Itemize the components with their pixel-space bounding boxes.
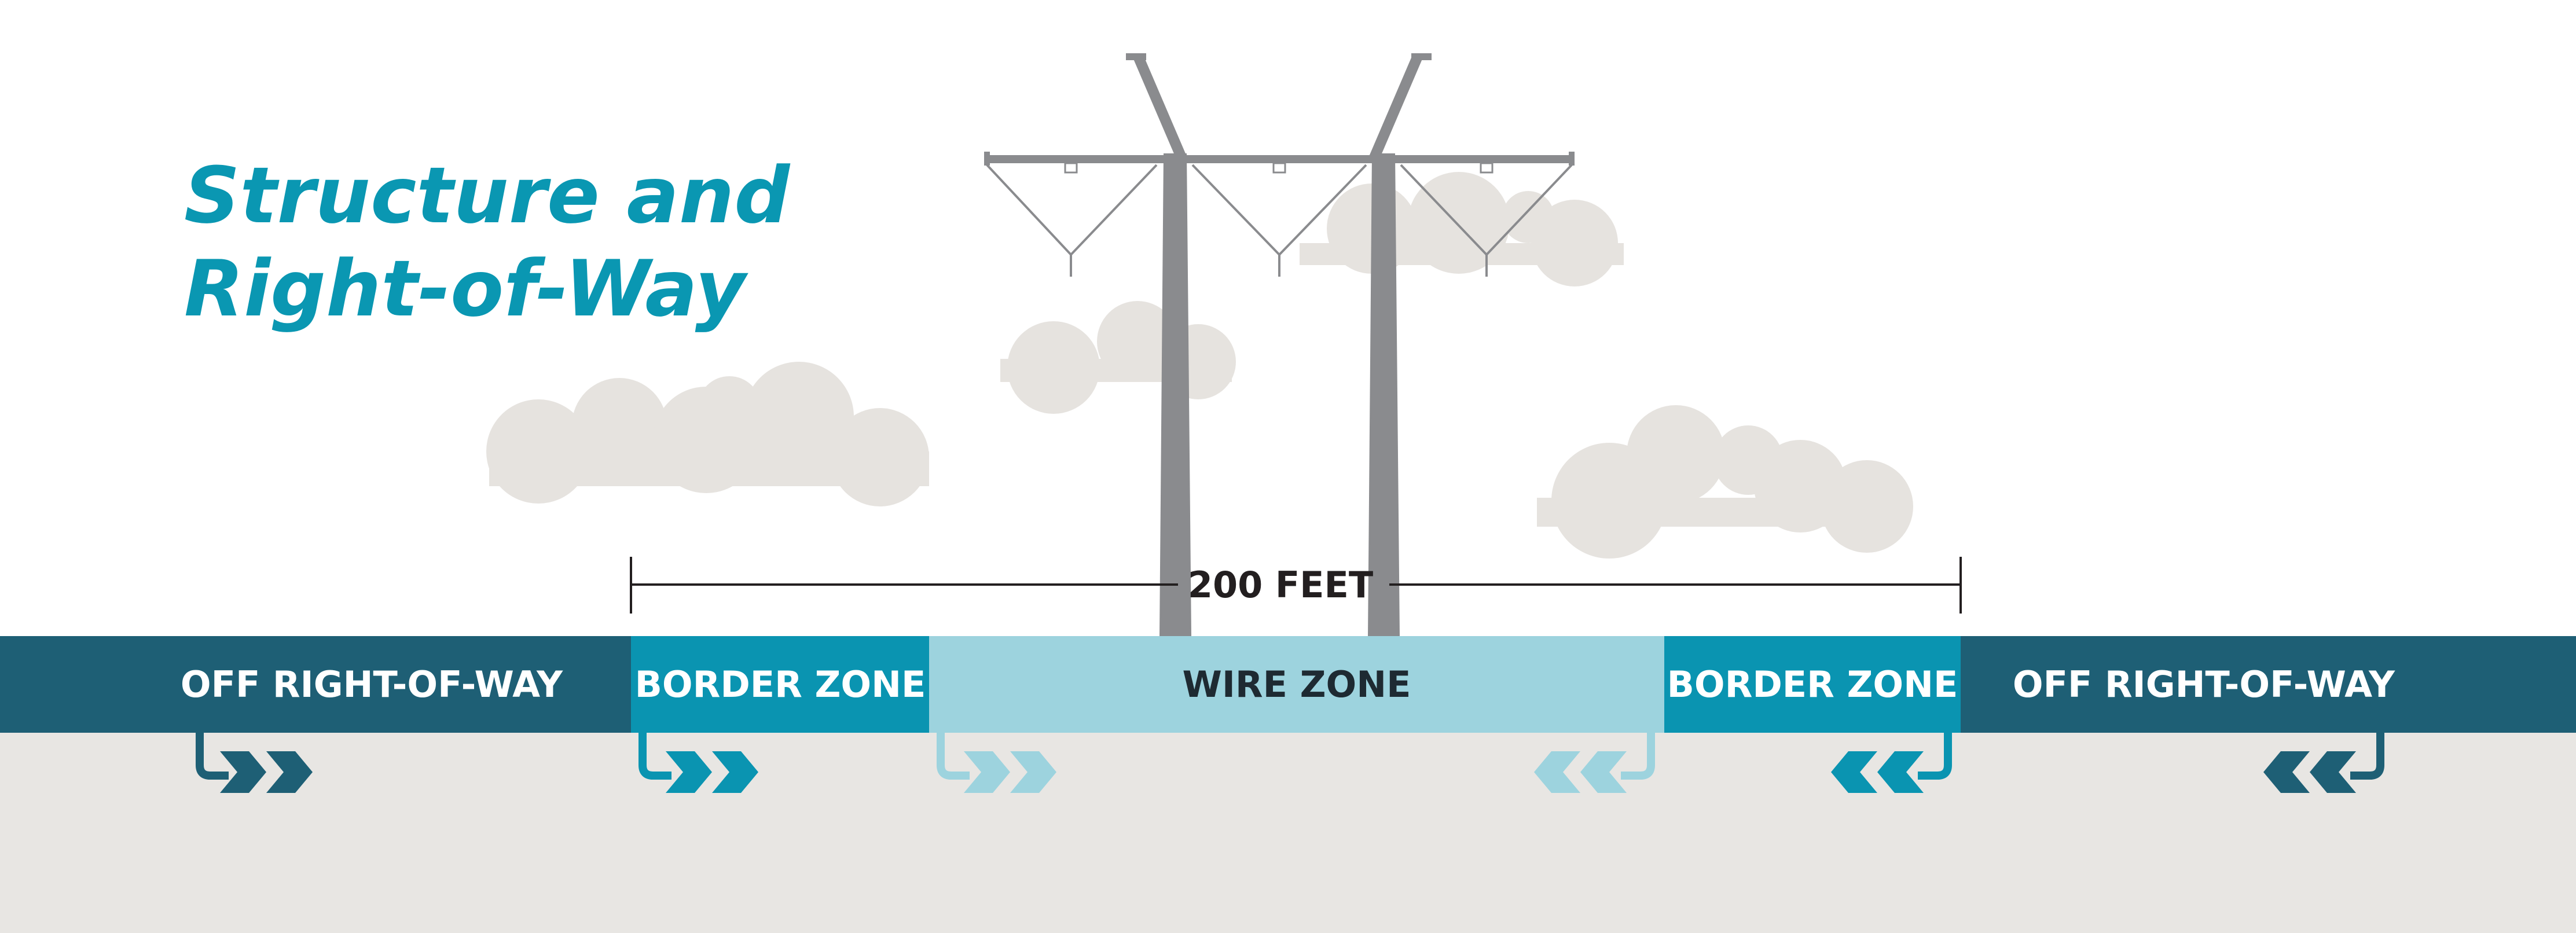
zone-label: BORDER ZONE bbox=[635, 663, 926, 706]
title-line-1: Structure and bbox=[184, 150, 791, 241]
double-chevron-left-icon bbox=[1831, 733, 1952, 793]
zone-wire-zone bbox=[929, 636, 1664, 733]
double-chevron-right-icon bbox=[196, 733, 313, 793]
double-chevron-right-icon bbox=[639, 733, 758, 793]
double-chevron-left-icon bbox=[2263, 733, 2384, 793]
zone-label: WIRE ZONE bbox=[1182, 663, 1411, 706]
cloud-icon bbox=[486, 362, 929, 506]
cloud-icon bbox=[1537, 405, 1913, 559]
double-chevron-right-icon bbox=[937, 733, 1056, 793]
zone-label: OFF RIGHT-OF-WAY bbox=[181, 663, 563, 706]
dimension-label: 200 FEET bbox=[1188, 564, 1373, 606]
zone-border-zone-left bbox=[631, 636, 929, 733]
zone-label: BORDER ZONE bbox=[1667, 663, 1958, 706]
zone-band bbox=[0, 636, 2576, 733]
zone-off-right-of-way-left bbox=[0, 636, 631, 733]
zone-label: OFF RIGHT-OF-WAY bbox=[2013, 663, 2395, 706]
zone-off-right-of-way-right bbox=[1961, 636, 2576, 733]
zone-border-zone-right bbox=[1664, 636, 1961, 733]
double-chevron-left-icon bbox=[1534, 733, 1655, 793]
ground bbox=[0, 732, 2576, 933]
transmission-tower-icon bbox=[984, 53, 1575, 637]
dimension-line bbox=[630, 557, 1962, 614]
cloud-icon bbox=[1000, 301, 1236, 414]
title-line-2: Right-of-Way bbox=[184, 244, 749, 334]
